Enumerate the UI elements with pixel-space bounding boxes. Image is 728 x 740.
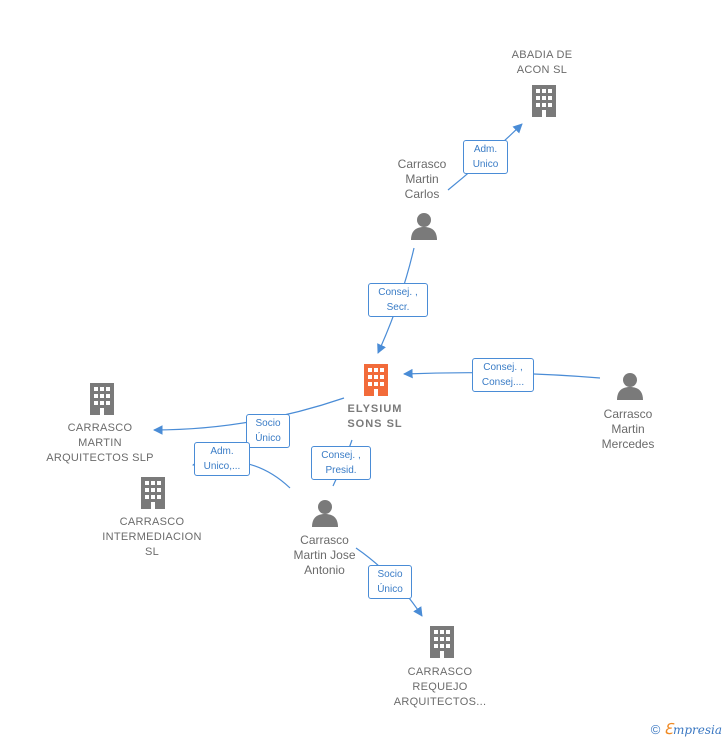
- abadia-label[interactable]: ABADIA DE ACON SL: [511, 49, 573, 76]
- jose-antonio-person-icon[interactable]: [312, 500, 338, 527]
- requejo-building-icon[interactable]: [430, 626, 454, 658]
- brand-name: mpresia: [672, 723, 722, 737]
- elysium-building-icon[interactable]: [364, 364, 388, 396]
- mercedes-person-icon[interactable]: [617, 373, 643, 400]
- elysium-label[interactable]: ELYSIUM SONS SL: [347, 403, 403, 430]
- copyright-symbol: ©: [650, 722, 661, 737]
- intermediacion-building-icon[interactable]: [141, 477, 165, 509]
- requejo-label[interactable]: CARRASCO REQUEJO ARQUITECTOS...: [393, 666, 487, 708]
- carlos-person-icon[interactable]: [411, 213, 437, 240]
- edge-label-jose-elysium[interactable]: Consej. , Presid.: [311, 446, 371, 480]
- arquitectos-slp-building-icon[interactable]: [90, 383, 114, 415]
- brand-watermark: © ℇmpresia: [651, 720, 722, 738]
- edge-label-mercedes-elysium[interactable]: Consej. , Consej....: [472, 358, 534, 392]
- brand-logo-e: ℇ: [663, 720, 673, 738]
- mercedes-label[interactable]: Carrasco Martin Mercedes: [601, 407, 655, 451]
- edge-label-jose-requejo[interactable]: Socio Único: [368, 565, 412, 599]
- edge-label-carlos-abadia[interactable]: Adm. Unico: [463, 140, 508, 174]
- jose-antonio-label[interactable]: Carrasco Martin Jose Antonio: [293, 533, 356, 577]
- intermediacion-label[interactable]: CARRASCO INTERMEDIACION SL: [102, 516, 202, 558]
- arquitectos-slp-label[interactable]: CARRASCO MARTIN ARQUITECTOS SLP: [46, 422, 154, 464]
- abadia-building-icon[interactable]: [532, 85, 556, 117]
- edge-label-jose-intermediacion[interactable]: Adm. Unico,...: [194, 442, 250, 476]
- carlos-label[interactable]: Carrasco Martin Carlos: [397, 157, 447, 201]
- edge-label-elysium-arquitectos[interactable]: Socio Único: [246, 414, 290, 448]
- edge-label-carlos-elysium[interactable]: Consej. , Secr.: [368, 283, 428, 317]
